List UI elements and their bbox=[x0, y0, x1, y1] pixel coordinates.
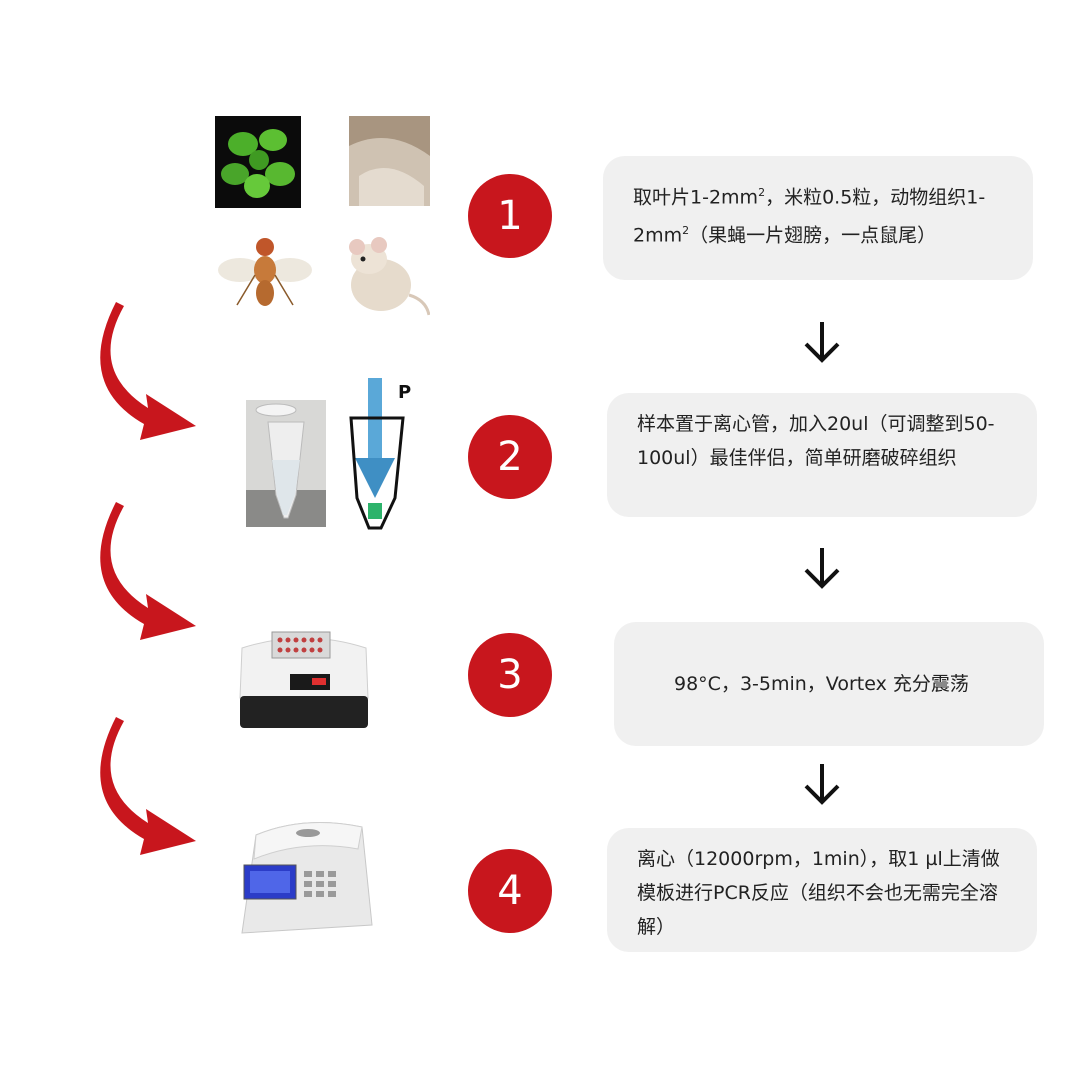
tube-label-letter: P bbox=[398, 382, 412, 403]
centrifuge-tube-image bbox=[246, 400, 326, 527]
step-1-text-c: （果蝇一片翅膀，一点鼠尾） bbox=[689, 224, 937, 247]
down-arrow-icon bbox=[804, 764, 840, 805]
curved-arrow-icon bbox=[100, 502, 196, 640]
heating-block-image bbox=[234, 618, 374, 730]
step-4-text-box: 离心（12000rpm，1min），取1 µl上清做模板进行PCR反应（组织不会… bbox=[607, 828, 1037, 952]
step-1-text-a: 取叶片1-2mm bbox=[633, 186, 759, 209]
pestle-tube-diagram: P bbox=[341, 378, 413, 543]
step-number-4: 4 bbox=[468, 849, 552, 933]
curved-arrow-icon bbox=[100, 717, 196, 855]
plant-image bbox=[215, 116, 301, 208]
pcr-thermocycler-image bbox=[234, 815, 374, 943]
step-3-text-box: 98°C，3-5min，Vortex 充分震荡 bbox=[614, 622, 1044, 746]
step-1-text-b: ，米粒0.5粒，动物组织1-2mm bbox=[633, 186, 986, 247]
fruit-fly-image bbox=[215, 225, 315, 320]
step-number-3: 3 bbox=[468, 633, 552, 717]
step-number-2: 2 bbox=[468, 415, 552, 499]
step-2-text: 样本置于离心管，加入20ul（可调整到50-100ul）最佳伴侣，简单研磨破碎组… bbox=[637, 413, 995, 469]
mouse-image bbox=[331, 225, 430, 322]
step-1-sup-a: 2 bbox=[758, 186, 766, 199]
step-3-text: 98°C，3-5min，Vortex 充分震荡 bbox=[674, 673, 969, 695]
step-2-text-box: 样本置于离心管，加入20ul（可调整到50-100ul）最佳伴侣，简单研磨破碎组… bbox=[607, 393, 1037, 517]
step-1-text-box: 取叶片1-2mm2，米粒0.5粒，动物组织1-2mm2（果蝇一片翅膀，一点鼠尾） bbox=[603, 156, 1033, 280]
down-arrow-icon bbox=[804, 322, 840, 363]
step-number-1: 1 bbox=[468, 174, 552, 258]
curved-arrow-icon bbox=[100, 302, 196, 440]
step-4-text: 离心（12000rpm，1min），取1 µl上清做模板进行PCR反应（组织不会… bbox=[637, 848, 1000, 938]
rice-image bbox=[349, 116, 430, 206]
down-arrow-icon bbox=[804, 548, 840, 589]
step-1-sup-b: 2 bbox=[682, 224, 690, 238]
